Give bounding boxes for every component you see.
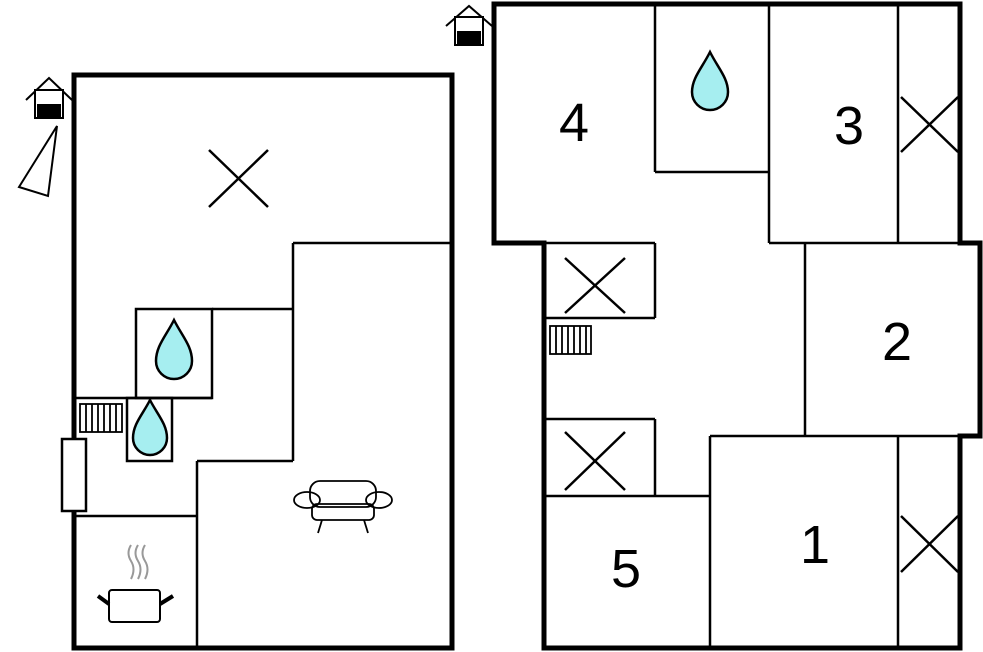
sofa-icon bbox=[293, 480, 393, 534]
water-drop-icon bbox=[154, 317, 194, 381]
cross-void-icon bbox=[208, 149, 269, 208]
left-floor-interior-walls bbox=[76, 241, 450, 648]
right-floor-interior-walls bbox=[544, 4, 960, 648]
water-drop-icon bbox=[690, 49, 730, 112]
cross-void-icon bbox=[900, 515, 959, 573]
cross-void-icon bbox=[564, 257, 626, 314]
room-label-5: 5 bbox=[611, 539, 641, 599]
entrance-door bbox=[60, 437, 88, 513]
radiator-icon bbox=[549, 325, 592, 355]
house-entrance-icon bbox=[25, 76, 73, 119]
room-label-1: 1 bbox=[800, 515, 830, 575]
room-label-2: 2 bbox=[882, 312, 912, 372]
cross-void-icon bbox=[900, 96, 959, 153]
cross-void-icon bbox=[564, 431, 626, 491]
room-label-4: 4 bbox=[559, 93, 589, 153]
compass-north-icon bbox=[17, 125, 58, 198]
left-floor bbox=[17, 72, 455, 651]
radiator-icon bbox=[79, 403, 123, 433]
cooking-pot-icon bbox=[96, 544, 175, 623]
left-floor-outer-wall bbox=[71, 72, 455, 651]
room-label-3: 3 bbox=[834, 96, 864, 156]
water-drop-icon bbox=[131, 397, 169, 457]
right-floor: 4 3 2 1 5 bbox=[445, 1, 983, 651]
house-entrance-icon bbox=[445, 4, 493, 46]
